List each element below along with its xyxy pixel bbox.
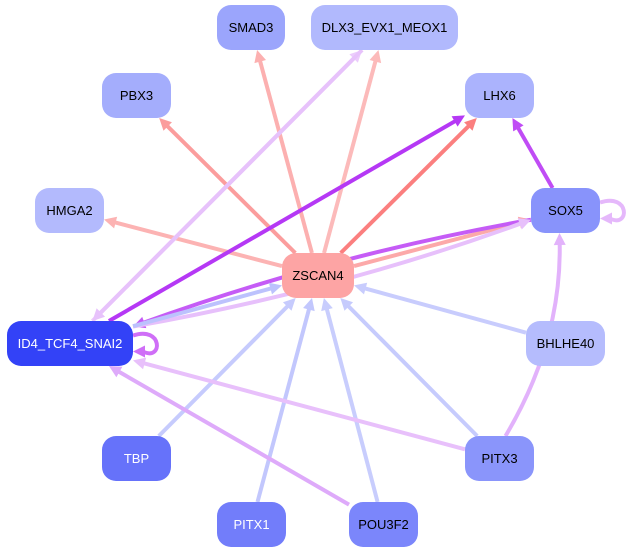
edge-arrowhead <box>254 50 267 64</box>
node-label: BHLHE40 <box>536 336 595 351</box>
node-id4-tcf4-snai2[interactable]: ID4_TCF4_SNAI2 <box>7 321 133 366</box>
node-lhx6[interactable]: LHX6 <box>465 73 534 118</box>
edge-line <box>116 369 351 507</box>
edge-id4_tcf4_snai2-to-zscan4[interactable] <box>132 282 282 329</box>
node-zscan4[interactable]: ZSCAN4 <box>282 253 354 298</box>
edge-zscan4-to-dlx3_evx1_meox1[interactable] <box>322 50 382 254</box>
edge-dlx3_evx1_meox1-to-id4_tcf4_snai2[interactable] <box>92 48 364 321</box>
edge-sox5-to-lhx6[interactable] <box>512 118 555 189</box>
edge-line <box>322 59 378 254</box>
edge-arrowhead <box>268 282 282 295</box>
edge-line <box>324 307 380 503</box>
edge-line <box>257 59 314 254</box>
edge-line <box>255 307 312 503</box>
node-label: HMGA2 <box>46 203 93 218</box>
edge-arrowhead <box>369 50 382 64</box>
node-label: PITX1 <box>233 517 270 532</box>
edge-bhlhe40-to-zscan4[interactable] <box>354 282 527 335</box>
node-label: PBX3 <box>119 88 154 103</box>
edge-pou3f2-to-zscan4[interactable] <box>321 298 380 503</box>
edge-line <box>363 286 527 335</box>
node-dlx3-evx1-meox1[interactable]: DLX3_EVX1_MEOX1 <box>311 5 458 50</box>
edge-pitx1-to-zscan4[interactable] <box>255 298 315 503</box>
node-label: SMAD3 <box>228 20 274 35</box>
node-tbp[interactable]: TBP <box>102 436 171 481</box>
edge-line <box>345 303 479 438</box>
node-label: DLX3_EVX1_MEOX1 <box>321 20 448 35</box>
node-label: ZSCAN4 <box>292 268 344 283</box>
edge-id4_tcf4_snai2-to-lhx6[interactable] <box>107 115 465 323</box>
node-pbx3[interactable]: PBX3 <box>102 73 171 118</box>
edge-arrowhead <box>321 298 333 312</box>
edge-line <box>113 220 283 269</box>
edge-line <box>132 286 273 329</box>
edges-layer <box>90 48 626 507</box>
edge-arrowhead <box>303 298 315 312</box>
edge-arrowhead <box>340 298 354 311</box>
node-label: ID4_TCF4_SNAI2 <box>17 336 123 351</box>
node-label: PITX3 <box>481 451 518 466</box>
edge-arrowhead <box>354 282 368 295</box>
edge-line <box>164 123 297 255</box>
edge-arrowhead <box>92 308 106 321</box>
edge-arrowhead <box>108 366 123 378</box>
edge-sox5-to-sox5[interactable] <box>599 198 626 225</box>
edge-id4_tcf4_snai2-to-id4_tcf4_snai2[interactable] <box>132 331 159 358</box>
node-pitx3[interactable]: PITX3 <box>465 436 534 481</box>
edge-line <box>107 118 458 323</box>
node-label: LHX6 <box>483 88 516 103</box>
edge-zscan4-to-pbx3[interactable] <box>159 118 297 255</box>
node-smad3[interactable]: SMAD3 <box>217 5 285 50</box>
edge-zscan4-to-lhx6[interactable] <box>339 118 477 255</box>
edge-pitx3-to-id4_tcf4_snai2[interactable] <box>133 357 466 452</box>
edge-line <box>98 48 364 316</box>
edge-arrowhead <box>133 345 145 358</box>
node-label: TBP <box>123 451 150 466</box>
edge-line <box>339 123 472 255</box>
edge-zscan4-to-hmga2[interactable] <box>104 216 283 269</box>
edge-tbp-to-zscan4[interactable] <box>157 298 296 438</box>
edge-arrowhead <box>600 212 612 225</box>
edge-line <box>132 331 159 356</box>
edge-arrowhead <box>512 118 524 132</box>
node-pitx1[interactable]: PITX1 <box>217 502 286 547</box>
edge-arrowhead <box>104 216 118 229</box>
edge-pou3f2-to-id4_tcf4_snai2[interactable] <box>108 366 351 507</box>
node-sox5[interactable]: SOX5 <box>531 188 600 233</box>
node-label: POU3F2 <box>358 517 409 532</box>
edge-pitx3-to-zscan4[interactable] <box>340 298 479 438</box>
node-label: SOX5 <box>548 203 583 218</box>
edge-line <box>157 303 291 438</box>
edge-line <box>353 220 522 268</box>
node-hmga2[interactable]: HMGA2 <box>35 188 104 233</box>
node-pou3f2[interactable]: POU3F2 <box>349 502 418 547</box>
edge-line <box>142 361 466 452</box>
edge-line <box>599 198 626 223</box>
edge-zscan4-to-smad3[interactable] <box>254 50 314 254</box>
edge-arrowhead <box>517 218 531 230</box>
edge-line <box>515 125 555 189</box>
edge-arrowhead <box>159 118 172 131</box>
edge-arrowhead <box>133 357 147 370</box>
edge-arrowhead <box>451 115 465 127</box>
node-bhlhe40[interactable]: BHLHE40 <box>526 321 605 366</box>
edge-arrowhead <box>282 298 296 311</box>
edge-arrowhead <box>553 233 566 246</box>
edge-arrowhead <box>464 118 477 131</box>
